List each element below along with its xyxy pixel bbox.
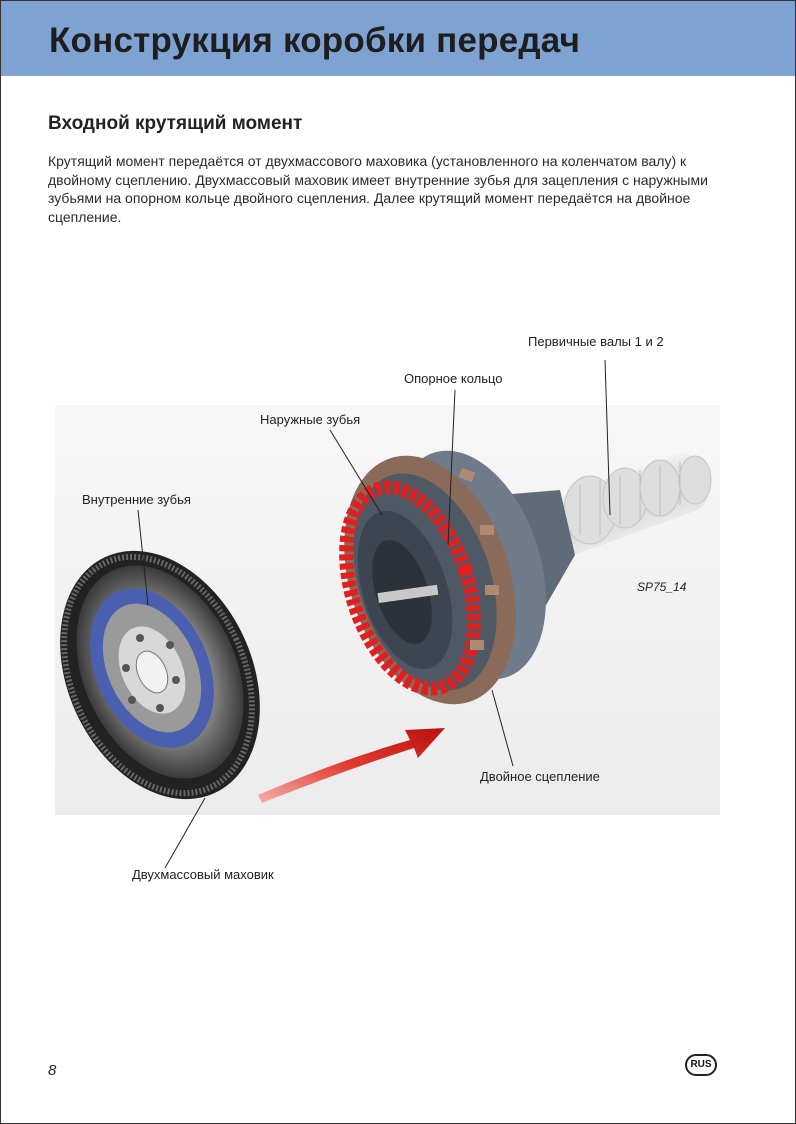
section-heading: Входной крутящий момент [48,113,303,134]
external-teeth-ring [339,480,481,696]
dual-mass-flywheel-graphic [60,550,260,800]
torque-transfer-arrow [258,728,445,803]
figure-code: SP75_14 [637,580,687,594]
dual-clutch-graphic [339,450,575,705]
label-support-ring: Опорное кольцо [404,371,503,386]
exploded-view-illustration [55,359,720,869]
transmission-figure: Первичные валы 1 и 2 Опорное кольцо Нару… [0,320,796,900]
label-internal-teeth: Внутренние зубья [82,492,191,507]
leader-lines [137,359,611,869]
label-input-shafts: Первичные валы 1 и 2 [528,334,664,349]
page-title: Конструкция коробки передач [49,21,581,60]
body-paragraph: Крутящий момент передаётся от двухмассов… [48,153,708,225]
label-dual-mass-flywheel: Двухмассовый маховик [132,867,274,882]
label-dual-clutch: Двойное сцепление [480,769,600,784]
label-external-teeth: Наружные зубья [260,412,361,427]
title-bar: Конструкция коробки передач [1,1,795,76]
page-number: 8 [48,1062,57,1079]
language-badge: RUS [685,1054,717,1076]
